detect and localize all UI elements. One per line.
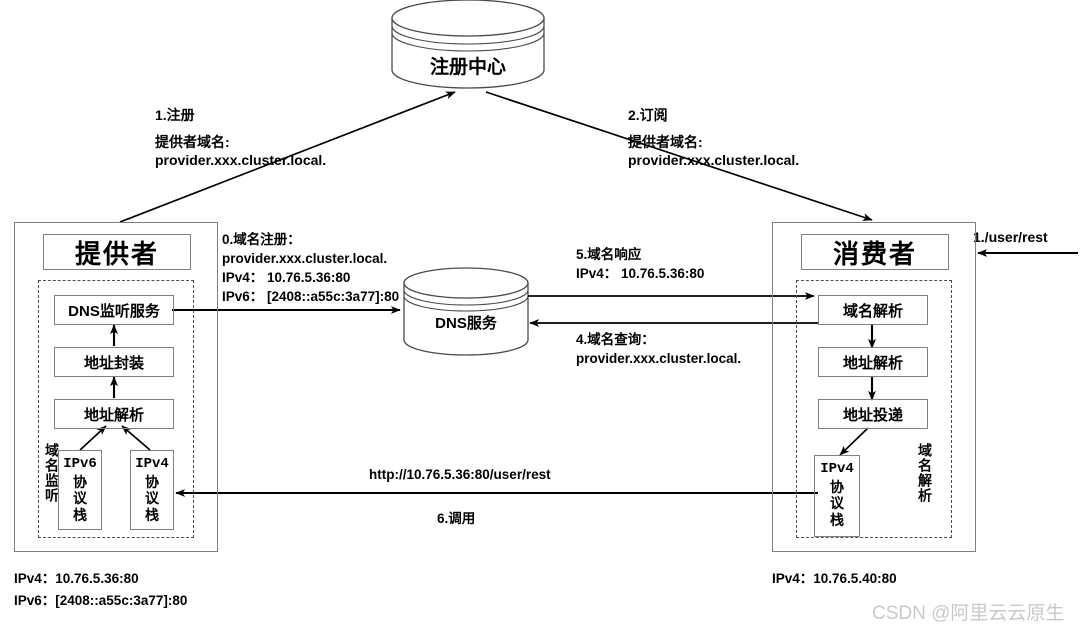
provider-stack-ipv6-proto: IPv6	[63, 456, 97, 472]
consumer-side-label: 域名解析	[917, 443, 933, 503]
annotation-domain-query-line-1: provider.xxx.cluster.local.	[576, 351, 742, 366]
provider-stack-ipv4-label-2: 栈	[145, 507, 159, 524]
consumer-stack-ipv4: IPv4 协 议 栈	[814, 455, 860, 537]
annotation-subscribe-step: 2.订阅	[628, 107, 668, 123]
consumer-container	[772, 222, 976, 552]
annotation-entry-request: 1./user/rest	[973, 229, 1048, 245]
annotation-subscribe-line-0: 提供者域名:	[628, 134, 703, 150]
consumer-domain-resolve-region	[796, 280, 952, 538]
consumer-stack-ipv4-label-1: 议	[830, 495, 844, 512]
provider-stack-ipv4-label-1: 议	[145, 490, 159, 507]
annotation-domain-register-line-1: provider.xxx.cluster.local.	[222, 251, 388, 266]
provider-stack-ipv4-label-0: 协	[145, 473, 159, 490]
dns-service-label: DNS服务	[435, 315, 497, 332]
annotation-domain-register-line-3: IPv6： [2408::a55c:3a77]:80	[222, 289, 400, 304]
consumer-footer-line-0: IPv4：10.76.5.40:80	[772, 571, 897, 586]
provider-stack-ipv4: IPv4 协 议 栈	[130, 450, 174, 530]
consumer-node-domain-resolve: 域名解析	[818, 295, 928, 325]
annotation-register-line-1: provider.xxx.cluster.local.	[155, 152, 327, 168]
provider-domain-listen-region	[38, 280, 194, 538]
annotation-register-step: 1.注册	[155, 107, 195, 123]
consumer-stack-ipv4-label-2: 栈	[830, 512, 844, 529]
annotation-invoke-step: 6.调用	[437, 511, 476, 526]
annotation-domain-register-line-0: 0.域名注册：	[222, 232, 301, 247]
provider-stack-ipv6-label-1: 议	[73, 490, 87, 507]
annotation-invoke-url: http://10.76.5.36:80/user/rest	[369, 467, 551, 482]
provider-footer-line-0: IPv4：10.76.5.36:80	[14, 571, 139, 586]
provider-node-address-encapsulation: 地址封装	[54, 347, 174, 377]
annotation-domain-query-line-0: 4.域名查询：	[576, 332, 655, 347]
consumer-node-address-delivery: 地址投递	[818, 399, 928, 429]
consumer-title: 消费者	[801, 234, 949, 270]
provider-footer-line-1: IPv6：[2408::a55c:3a77]:80	[14, 593, 188, 608]
annotation-domain-response-line-1: IPv4： 10.76.5.36:80	[576, 266, 705, 281]
provider-stack-ipv4-proto: IPv4	[135, 456, 169, 472]
provider-side-label: 域名监听	[44, 443, 60, 503]
provider-stack-ipv6: IPv6 协 议 栈	[58, 450, 102, 530]
consumer-stack-ipv4-proto: IPv4	[820, 461, 854, 477]
provider-node-address-resolve: 地址解析	[54, 399, 174, 429]
provider-stack-ipv6-label-2: 栈	[73, 507, 87, 524]
provider-stack-ipv6-label-0: 协	[73, 473, 87, 490]
annotation-register-line-0: 提供者域名:	[155, 134, 230, 150]
registry-label: 注册中心	[429, 57, 506, 78]
consumer-node-address-resolve: 地址解析	[818, 347, 928, 377]
annotation-domain-response-line-0: 5.域名响应	[576, 247, 642, 262]
provider-node-dns-listen-service: DNS监听服务	[54, 295, 174, 325]
provider-title: 提供者	[43, 234, 191, 270]
watermark: CSDN @阿里云云原生	[872, 603, 1065, 624]
consumer-stack-ipv4-label-0: 协	[830, 478, 844, 495]
annotation-subscribe-line-1: provider.xxx.cluster.local.	[628, 152, 800, 168]
provider-container	[14, 222, 218, 552]
annotation-domain-register-line-2: IPv4： 10.76.5.36:80	[222, 270, 351, 285]
